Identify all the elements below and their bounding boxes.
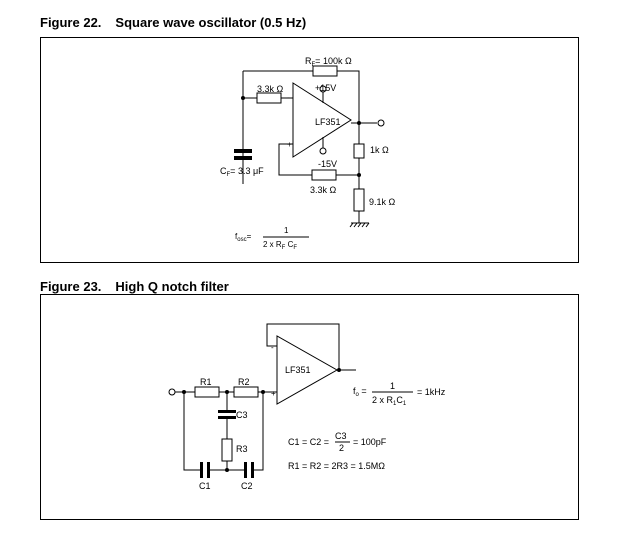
input-resistor-value: 3.3k Ω bbox=[257, 84, 284, 94]
svg-text:fo =: fo = bbox=[353, 386, 367, 398]
c2-label: C2 bbox=[241, 481, 253, 491]
vneg-label: -15V bbox=[318, 159, 337, 169]
oscillator-formula: fosc= 1 2 x RF CF bbox=[235, 226, 309, 251]
svg-text:+: + bbox=[287, 140, 292, 149]
opamp-triangle bbox=[292, 82, 352, 158]
svg-text:2: 2 bbox=[339, 443, 344, 453]
svg-text:fosc=: fosc= bbox=[235, 232, 252, 243]
opamp-label: LF351 bbox=[315, 117, 341, 127]
cf-capacitor bbox=[234, 149, 252, 160]
r3-resistor bbox=[221, 438, 233, 462]
svg-text:= 1kHz: = 1kHz bbox=[417, 387, 446, 397]
c1-capacitor bbox=[200, 462, 210, 478]
figure-22-title: Square wave oscillator (0.5 Hz) bbox=[115, 15, 307, 30]
svg-text:C3: C3 bbox=[335, 431, 347, 441]
cap-value: CF= 3.3 μF bbox=[220, 166, 264, 178]
r1-label: R1 bbox=[200, 377, 212, 387]
svg-text:-: - bbox=[271, 343, 274, 352]
capacitor-formula: C1 = C2 = C3 2 = 100pF bbox=[288, 431, 387, 453]
svg-text:2 x RF CF: 2 x RF CF bbox=[263, 240, 297, 251]
svg-text:2 x R1C1: 2 x R1C1 bbox=[372, 395, 407, 407]
svg-text:1: 1 bbox=[390, 381, 395, 391]
r3-label: R3 bbox=[236, 444, 248, 454]
resistor-1k bbox=[353, 143, 365, 159]
c3-label: C3 bbox=[236, 410, 248, 420]
figure-23-number: Figure 23. bbox=[40, 279, 102, 294]
figure-22-heading: Figure 22. Square wave oscillator (0.5 Hz… bbox=[40, 15, 306, 30]
c2-capacitor bbox=[244, 462, 254, 478]
feedback-resistor-value: 3.3k Ω bbox=[310, 185, 337, 195]
rf-resistor bbox=[312, 65, 338, 77]
figure-23-title: High Q notch filter bbox=[115, 279, 229, 294]
svg-text:-: - bbox=[287, 93, 290, 102]
r2-resistor bbox=[233, 386, 259, 398]
figure-23-heading: Figure 23. High Q notch filter bbox=[40, 279, 229, 294]
r1-resistor bbox=[194, 386, 220, 398]
c1-label: C1 bbox=[199, 481, 211, 491]
vpos-label: +15V bbox=[315, 83, 336, 93]
c3-capacitor bbox=[218, 410, 236, 419]
rf-value: RF= 100k Ω bbox=[305, 56, 352, 68]
resistor-formula: R1 = R2 = 2R3 = 1.5MΩ bbox=[288, 461, 385, 471]
input-resistor bbox=[256, 92, 282, 104]
svg-text:C1 = C2 =: C1 = C2 = bbox=[288, 437, 329, 447]
opamp-label: LF351 bbox=[285, 365, 311, 375]
r9k1-value: 9.1k Ω bbox=[369, 197, 396, 207]
figure-23-frame: - + LF351 R1 R2 C3 R3 C1 C2 fo = 1 2 x R… bbox=[40, 294, 579, 520]
opamp-triangle bbox=[276, 335, 339, 405]
resistor-9k1 bbox=[353, 188, 365, 212]
figure-22-frame: - + RF= 100k Ω 3.3k Ω +15V LF351 -15V 1k… bbox=[40, 37, 579, 263]
frequency-formula: fo = 1 2 x R1C1 = 1kHz bbox=[353, 381, 446, 407]
oscillator-schematic: - + RF= 100k Ω 3.3k Ω +15V LF351 -15V 1k… bbox=[220, 56, 396, 251]
notch-filter-schematic-body: - + LF351 R1 R2 C3 R3 C1 C2 fo = 1 2 x R… bbox=[168, 323, 446, 491]
feedback-resistor bbox=[311, 169, 337, 181]
r2-label: R2 bbox=[238, 377, 250, 387]
r1k-value: 1k Ω bbox=[370, 145, 389, 155]
svg-text:= 100pF: = 100pF bbox=[353, 437, 387, 447]
figure-22-number: Figure 22. bbox=[40, 15, 102, 30]
svg-text:+: + bbox=[271, 389, 276, 398]
svg-text:1: 1 bbox=[284, 226, 289, 235]
